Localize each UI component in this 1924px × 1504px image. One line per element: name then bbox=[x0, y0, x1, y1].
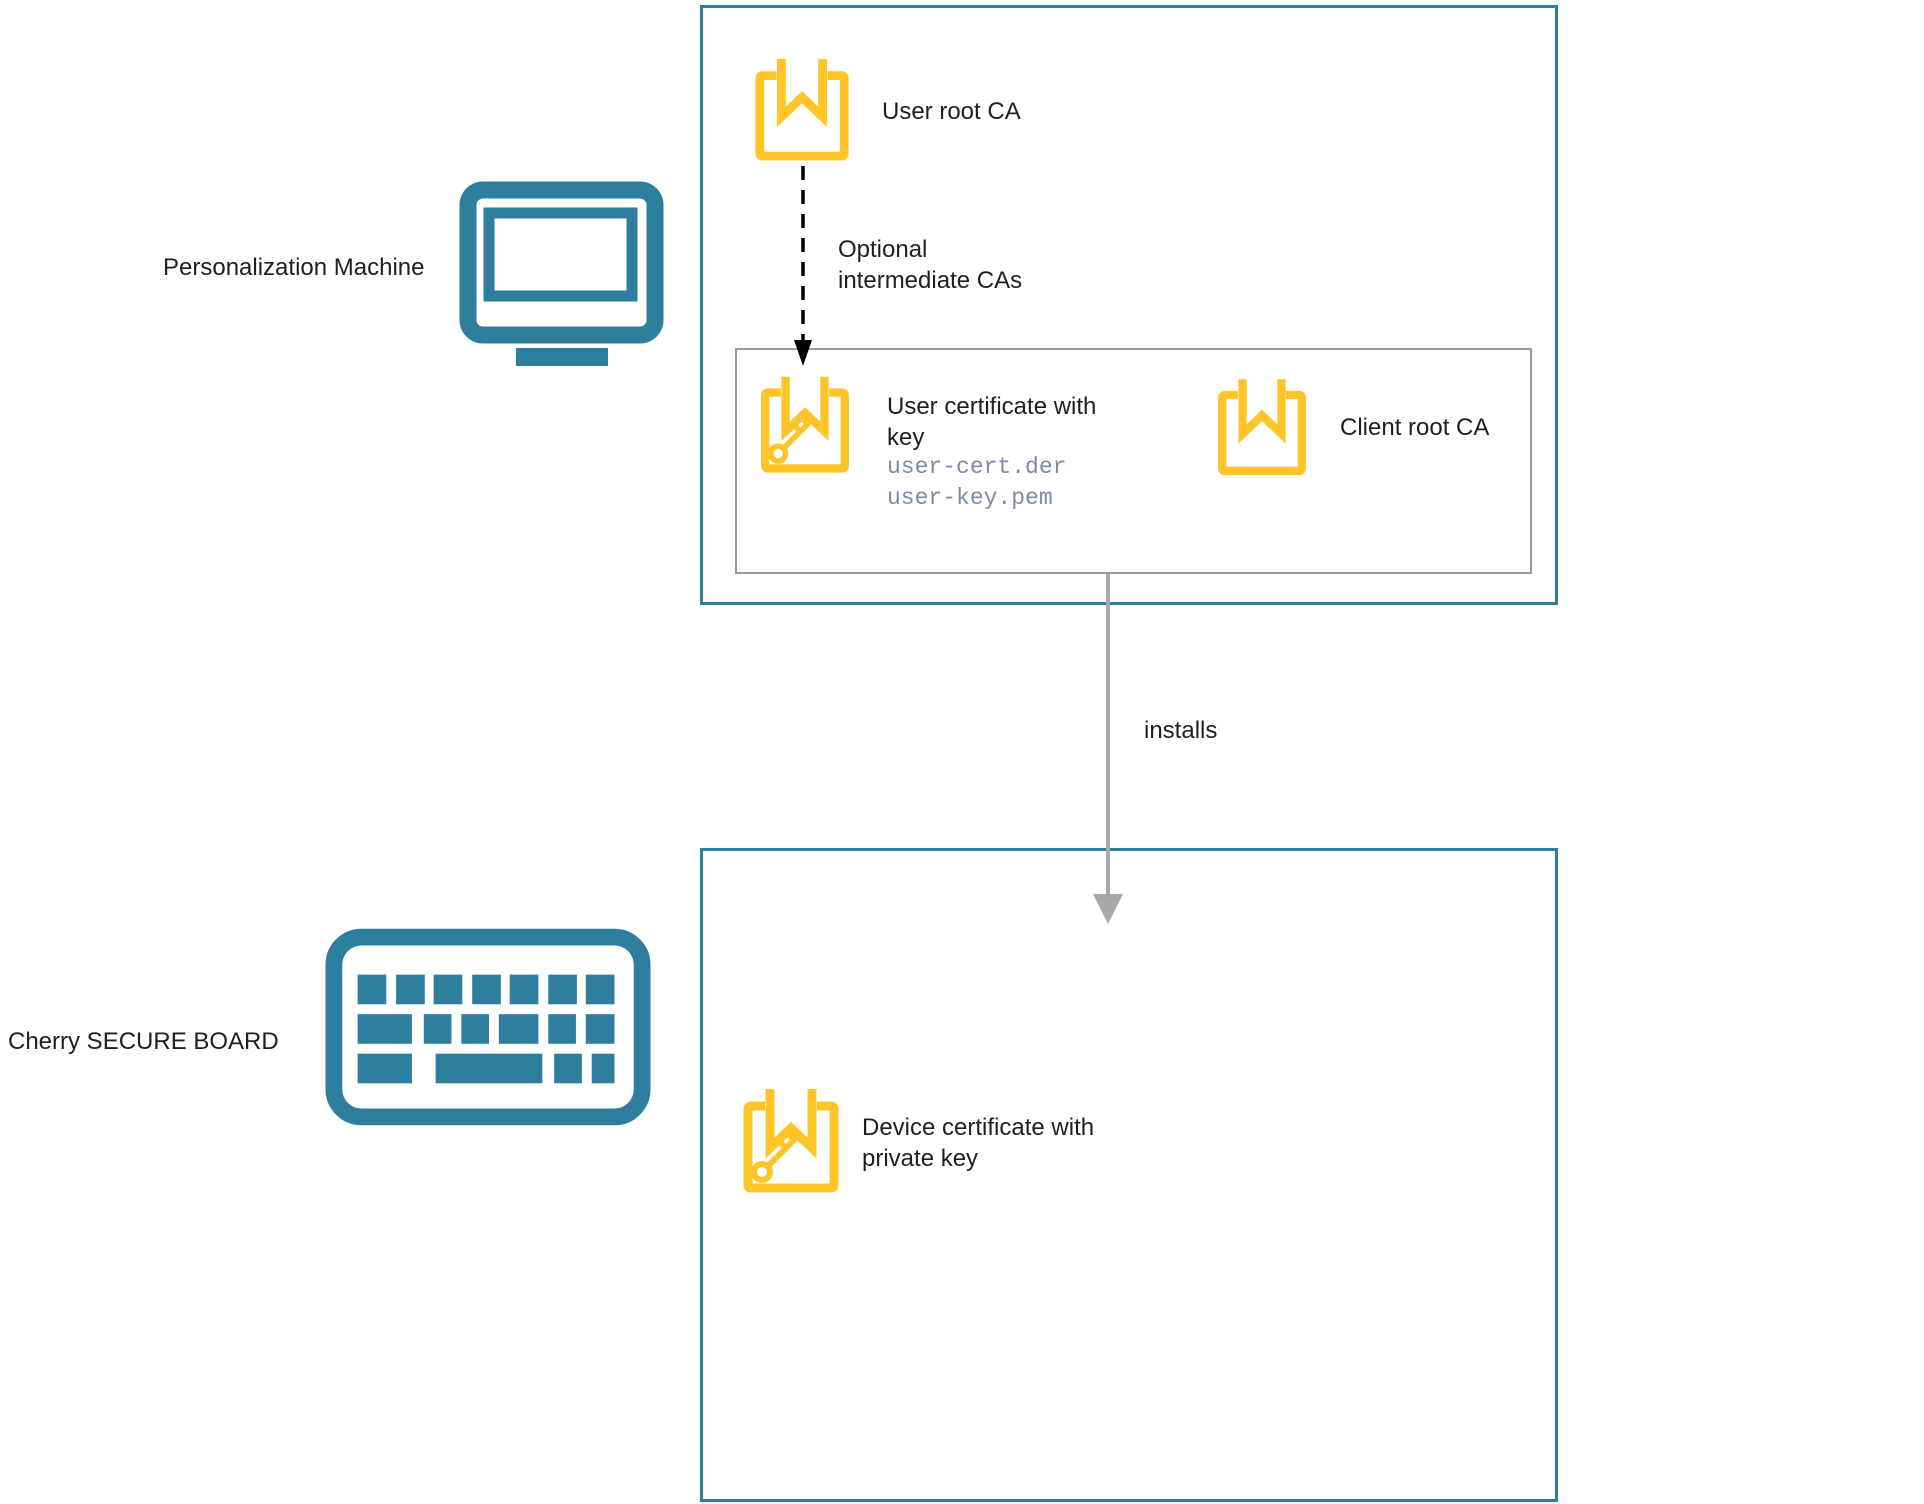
intermediate-ca-arrow bbox=[791, 166, 815, 368]
certificate-key-icon bbox=[737, 1084, 845, 1196]
secure-board-box bbox=[700, 848, 1558, 1502]
user-cert-filename: user-cert.der bbox=[887, 454, 1067, 480]
installs-label: installs bbox=[1144, 717, 1218, 744]
client-root-ca-label: Client root CA bbox=[1340, 414, 1490, 441]
personalization-machine-label: Personalization Machine bbox=[163, 254, 425, 281]
user-certificate-label: User certificate with key bbox=[887, 393, 1097, 451]
user-root-ca-label: User root CA bbox=[882, 98, 1021, 125]
certificate-icon bbox=[1212, 373, 1312, 480]
installs-arrow bbox=[1090, 574, 1126, 926]
keyboard-icon bbox=[325, 928, 651, 1126]
certificate-key-icon bbox=[755, 368, 855, 480]
user-key-filename: user-key.pem bbox=[887, 485, 1053, 511]
certificate-store-box bbox=[735, 348, 1532, 574]
optional-intermediate-cas-label: Optional intermediate CAs bbox=[838, 236, 1023, 294]
certificate-icon bbox=[749, 53, 855, 165]
monitor-icon bbox=[459, 181, 664, 371]
device-certificate-label: Device certificate with private key bbox=[862, 1114, 1095, 1172]
secure-board-label: Cherry SECURE BOARD bbox=[8, 1028, 279, 1055]
